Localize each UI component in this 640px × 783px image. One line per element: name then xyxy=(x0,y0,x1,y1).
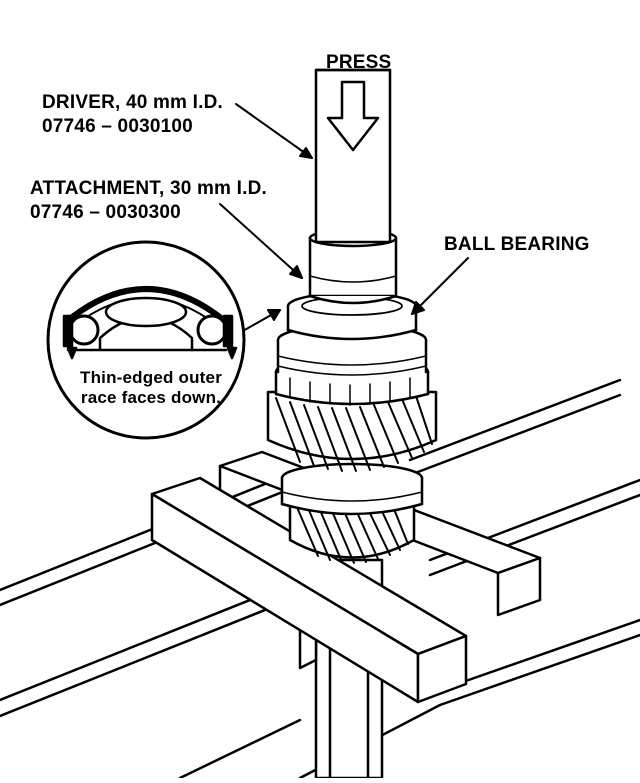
front-support-block xyxy=(150,476,468,704)
detail-note-line-2: race faces down. xyxy=(80,388,222,407)
leader-lines xyxy=(219,103,469,337)
press-label: PRESS xyxy=(326,52,392,73)
driver-tool xyxy=(314,68,392,244)
driver-part-number: 07746 – 0030100 xyxy=(42,116,193,137)
detail-note-line-1: Thin-edged outer xyxy=(79,368,223,387)
attachment-label: ATTACHMENT, 30 mm I.D. xyxy=(30,178,267,199)
ball-bearing-label: BALL BEARING xyxy=(444,234,590,255)
press-arrow xyxy=(326,80,380,152)
detail-callout xyxy=(46,240,246,440)
gear-stack xyxy=(266,323,438,564)
driver-label: DRIVER, 40 mm I.D. xyxy=(42,92,223,113)
attachment-part-number: 07746 – 0030300 xyxy=(30,202,181,223)
